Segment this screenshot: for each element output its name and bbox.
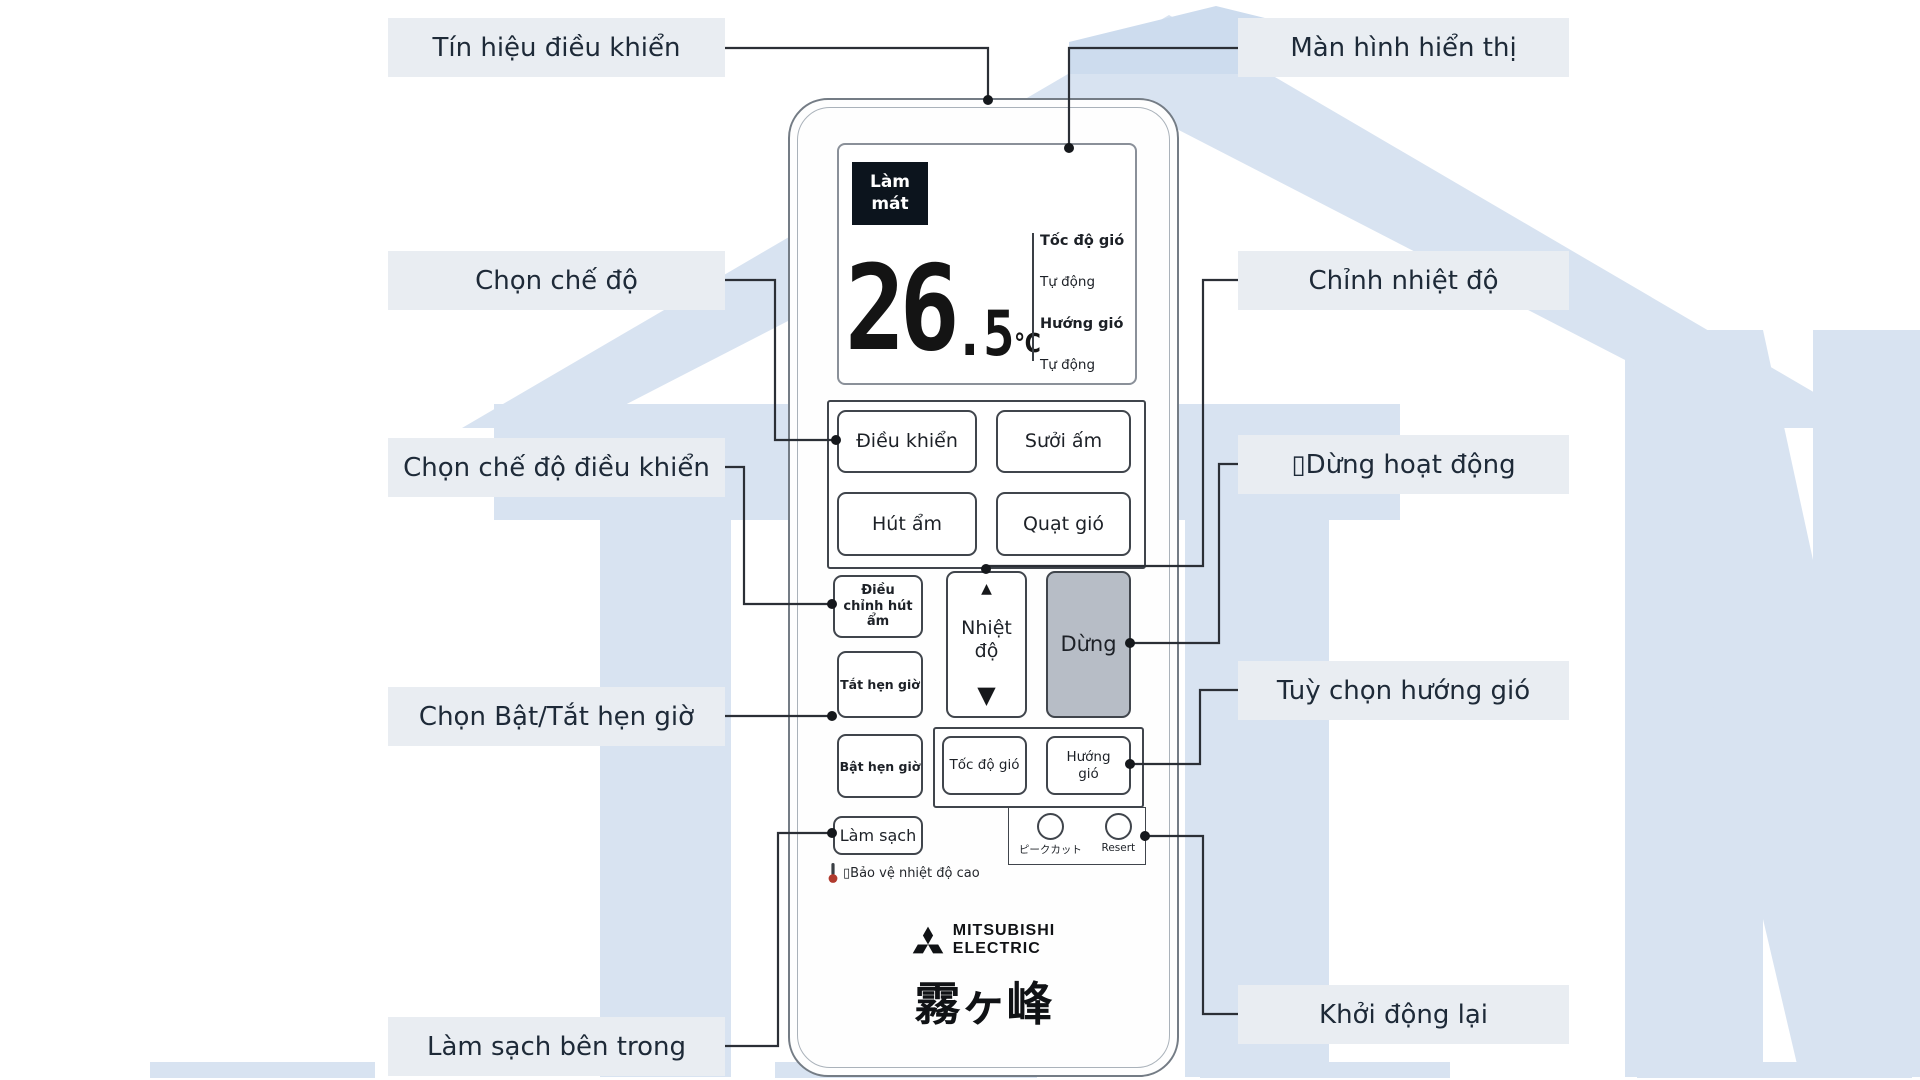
button-bat-hen-gio[interactable]: Bật hẹn giờ [837,734,923,798]
callout-label: Chỉnh nhiệt độ [1308,265,1499,296]
brand-line1: MITSUBISHI [952,922,1056,939]
button-dieu-chinh-hut-am[interactable]: Điều chỉnh hút ẩm [833,575,923,638]
callout-chon-bat-tat-hen-gio: Chọn Bật/Tắt hẹn giờ [388,687,725,746]
display-status-wind-direction-value: Tự động [1040,356,1096,373]
display-temperature: 26.5℃ [845,229,1041,378]
callout-label: ▯Dừng hoạt động [1291,449,1516,480]
display-status-column: Tốc độ gió Tự động Hướng gió Tự động [1040,233,1132,373]
temperature-integer: 26 [845,239,960,378]
button-tat-hen-gio[interactable]: Tắt hẹn giờ [837,651,923,718]
button-peak-cut[interactable]: ピークカット [1019,813,1082,857]
temperature-decimal: .5 [953,297,1015,371]
callout-dung-hoat-dong: ▯Dừng hoạt động [1238,435,1569,494]
high-temp-note-text: ▯Bảo vệ nhiệt độ cao [843,865,980,881]
callout-chinh-nhiet-do: Chỉnh nhiệt độ [1238,251,1569,310]
callout-man-hinh-hien-thi: Màn hình hiển thị [1238,18,1569,77]
thermometer-icon [828,863,838,883]
callout-tuy-chon-huong-gio: Tuỳ chọn hướng gió [1238,661,1569,720]
mitsubishi-logo-icon [912,927,944,954]
brand-kanji: 霧ヶ峰 [914,977,1053,1031]
button-suoi-am[interactable]: Sưởi ấm [996,410,1131,473]
callout-label: Tín hiệu điều khiển [432,32,681,63]
callout-chon-che-do-dieu-khien: Chọn chế độ điều khiển [388,438,725,497]
callout-label: Chọn chế độ [475,265,638,296]
button-quat-gio[interactable]: Quạt gió [996,492,1131,556]
temperature-unit: ℃ [1013,329,1041,359]
button-hut-am[interactable]: Hút ẩm [837,492,977,556]
reset-button-group: ピークカット Resert [1008,807,1146,865]
remote-display: Làm mát 26.5℃ Tốc độ gió Tự động Hướng g… [837,143,1137,385]
display-status-wind-direction-label: Hướng gió [1040,315,1124,332]
display-mode-badge: Làm mát [852,162,928,225]
callout-label: Chọn chế độ điều khiển [403,452,710,483]
display-status-fan-speed-label: Tốc độ gió [1040,233,1125,249]
callout-label: Làm sạch bên trong [427,1031,686,1062]
button-toc-do-gio[interactable]: Tốc độ gió [942,736,1027,795]
high-temp-note: ▯Bảo vệ nhiệt độ cao [827,862,980,884]
reset-circle-icon [1104,813,1132,840]
peak-cut-circle-icon [1036,813,1064,840]
callout-khoi-dong-lai: Khởi động lại [1238,985,1569,1044]
brand-line2: ELECTRIC [952,940,1041,958]
peak-cut-label: ピークカット [1018,844,1082,856]
button-lam-sach[interactable]: Làm sạch [833,816,923,855]
temp-button-label: Nhiệt độ [961,616,1012,662]
display-divider [1032,233,1034,361]
temp-down-button[interactable]: ▼ [977,681,996,709]
button-dung[interactable]: Dừng [1046,571,1131,718]
callout-lam-sach-ben-trong: Làm sạch bên trong [388,1017,725,1076]
temp-up-button[interactable]: ▲ [981,581,992,597]
button-dieu-khien[interactable]: Điều khiển [837,410,977,473]
callout-label: Khởi động lại [1319,999,1488,1030]
callout-label: Chọn Bật/Tắt hẹn giờ [418,701,695,732]
button-reset[interactable]: Resert [1101,813,1136,854]
remote-control: Làm mát 26.5℃ Tốc độ gió Tự động Hướng g… [788,98,1179,1077]
reset-label: Resert [1101,842,1136,854]
callout-tin-hieu-dieu-khien: Tín hiệu điều khiển [388,18,725,77]
callout-label: Tuỳ chọn hướng gió [1276,675,1531,706]
button-huong-gio[interactable]: Hướng gió [1046,736,1131,795]
brand-logo: MITSUBISHI ELECTRIC [790,922,1177,959]
button-nhiet-do[interactable]: ▲ Nhiệt độ ▼ [946,571,1027,718]
callout-chon-che-do: Chọn chế độ [388,251,725,310]
callout-label: Màn hình hiển thị [1290,32,1517,63]
display-status-fan-speed-value: Tự động [1040,274,1096,291]
